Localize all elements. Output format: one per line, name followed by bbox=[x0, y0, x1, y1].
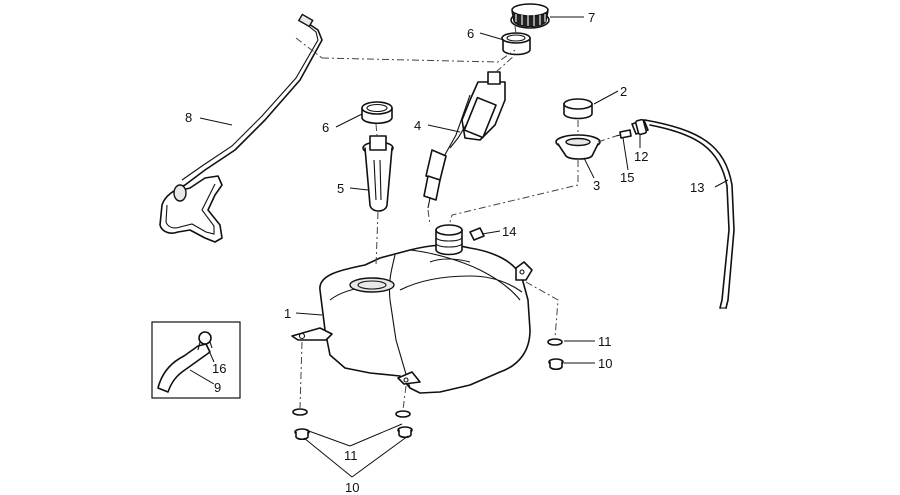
assembly-lines bbox=[295, 25, 617, 411]
callout-labels: 7 6 8 6 4 5 2 3 12 15 13 14 1 11 10 16 9… bbox=[185, 10, 704, 495]
breather-hose-part-8 bbox=[159, 13, 323, 243]
callout-10-right: 10 bbox=[598, 356, 612, 371]
level-sensor-part-5 bbox=[362, 135, 394, 212]
washer-part-11-center bbox=[395, 410, 411, 418]
callout-15: 15 bbox=[620, 170, 634, 185]
inset-box bbox=[151, 321, 241, 399]
screw-part-10-right bbox=[548, 358, 564, 371]
callout-12: 12 bbox=[634, 149, 648, 164]
screw-part-10-left bbox=[294, 428, 310, 441]
callout-3: 3 bbox=[593, 178, 600, 193]
filler-cap-part-2 bbox=[563, 98, 593, 120]
seal-ring-part-6-left bbox=[361, 101, 393, 125]
breather-fitting-part-15 bbox=[615, 129, 632, 139]
clip-part-14 bbox=[469, 227, 485, 241]
callout-14: 14 bbox=[502, 224, 516, 239]
callout-6-top: 6 bbox=[467, 26, 474, 41]
seal-ring-part-6-top bbox=[501, 32, 531, 56]
callout-8: 8 bbox=[185, 110, 192, 125]
callout-9: 9 bbox=[214, 380, 221, 395]
filler-gasket-part-3 bbox=[555, 134, 601, 160]
breather-fitting-part-12 bbox=[631, 118, 649, 136]
callout-2: 2 bbox=[620, 84, 627, 99]
callout-11-right: 11 bbox=[598, 334, 612, 349]
washer-part-11-right bbox=[547, 338, 563, 346]
ring-nut-part-7 bbox=[510, 3, 550, 29]
fuel-tank-part-1 bbox=[291, 224, 533, 394]
hose-part-9 bbox=[157, 343, 211, 393]
callout-11-bottom: 11 bbox=[344, 448, 358, 463]
screw-part-10-center bbox=[397, 426, 413, 439]
callout-7: 7 bbox=[588, 10, 595, 25]
callout-1: 1 bbox=[284, 306, 291, 321]
hose-clip-part-16 bbox=[197, 331, 213, 351]
callout-16: 16 bbox=[212, 361, 226, 376]
callout-5: 5 bbox=[337, 181, 344, 196]
callout-4: 4 bbox=[414, 118, 421, 133]
callout-10-bottom: 10 bbox=[345, 480, 359, 495]
washer-part-11-left bbox=[292, 408, 308, 416]
fuel-pump-part-4 bbox=[423, 71, 506, 209]
callout-6-left: 6 bbox=[322, 120, 329, 135]
leader-lines bbox=[189, 16, 729, 478]
vent-tube-part-13 bbox=[644, 119, 735, 309]
callout-13: 13 bbox=[690, 180, 704, 195]
